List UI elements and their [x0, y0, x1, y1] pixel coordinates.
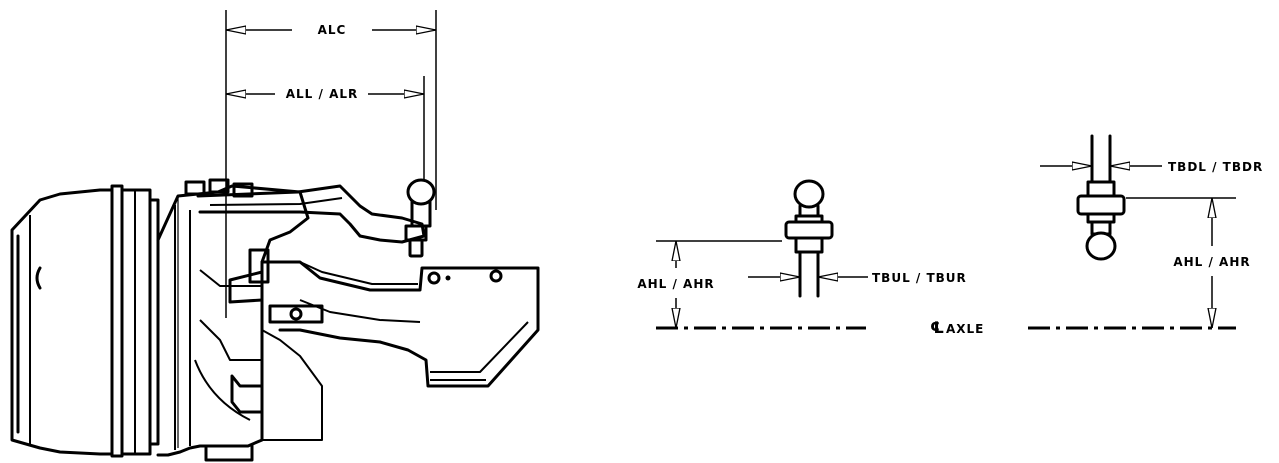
label-ahl-ahr-center: AHL / AHR — [637, 277, 714, 291]
ball-stud-down — [1076, 134, 1126, 261]
axle-centerline: ℄ AXLE — [656, 318, 1236, 337]
dimension-all-alr: ALL / ALR — [226, 76, 425, 180]
dimension-ahl-ahr-right: AHL / AHR — [1126, 197, 1250, 328]
steering-knuckle — [156, 178, 310, 462]
brake-drum — [10, 184, 160, 458]
label-tbdl-tbdr: TBDL / TBDR — [1168, 160, 1263, 174]
ball-stud-up — [784, 179, 834, 298]
dimension-ahl-ahr-center: AHL / AHR — [637, 240, 782, 328]
dimension-alc: ALC — [225, 10, 437, 318]
steering-arm — [196, 178, 436, 258]
axle-beam — [260, 260, 540, 441]
label-tbul-tbur: TBUL / TBUR — [872, 271, 967, 285]
axle-assembly-drawing — [10, 178, 540, 462]
label-axle: AXLE — [946, 322, 984, 336]
label-all-alr: ALL / ALR — [286, 87, 359, 101]
dimension-tbul-tbur: TBUL / TBUR — [748, 271, 967, 285]
centerline-symbol: ℄ — [930, 318, 945, 337]
label-alc: ALC — [318, 23, 347, 37]
dimension-tbdl-tbdr: TBDL / TBDR — [1040, 160, 1263, 174]
label-ahl-ahr-right: AHL / AHR — [1173, 255, 1250, 269]
